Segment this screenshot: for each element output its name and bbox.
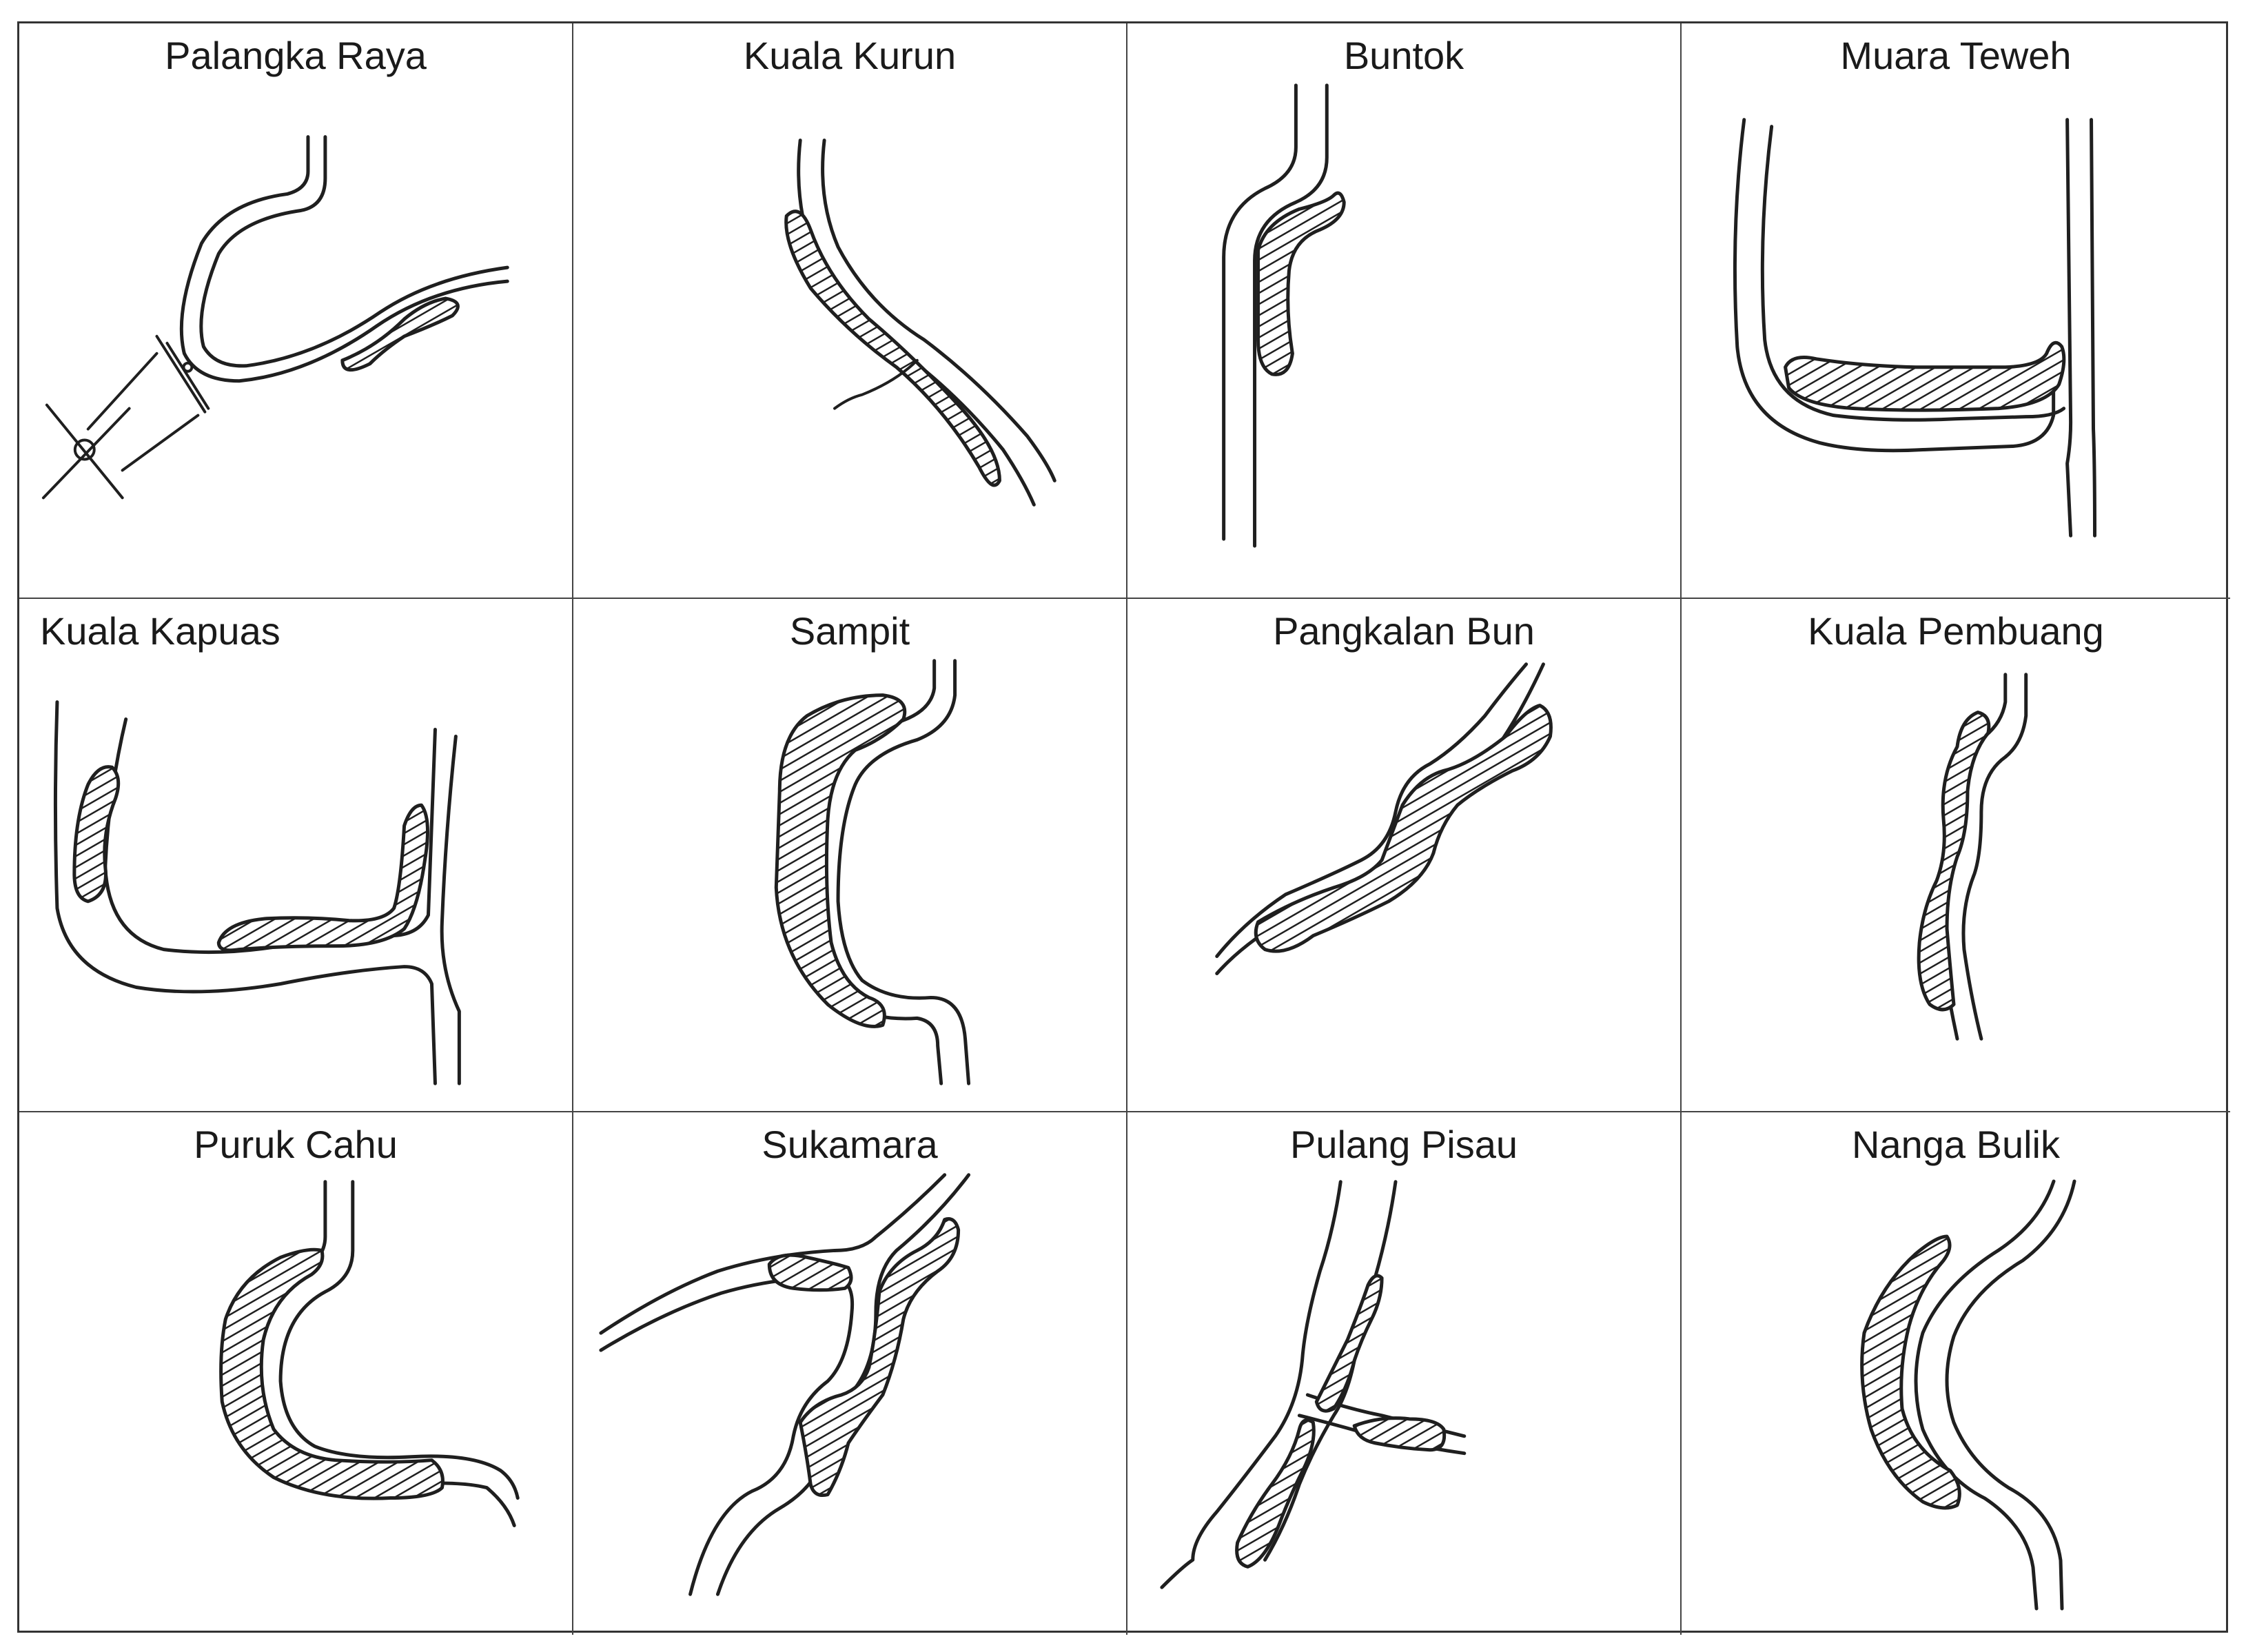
panel-kuala-kapuas: Kuala Kapuas (19, 599, 573, 1112)
panel-label: Palangka Raya (165, 34, 427, 77)
panel-label: Pulang Pisau (1289, 1123, 1518, 1166)
panel-puruk-cahu: Puruk Cahu (19, 1112, 573, 1635)
sampit-sketch (774, 659, 971, 1085)
panel-palangka-raya: Palangka Raya (19, 23, 573, 599)
puruk-cahu-sketch (219, 1180, 520, 1527)
river-settlement-diagram-grid: Palangka Raya Kuala Kurun Buntok (17, 21, 2230, 1635)
pangkalan-bun-sketch (1215, 662, 1553, 976)
panel-nanga-bulik: Nanga Bulik (1682, 1112, 2230, 1635)
panel-label: Kuala Kurun (743, 34, 957, 77)
panel-label: Pangkalan Bun (1273, 609, 1535, 653)
panel-label: Muara Teweh (1840, 34, 2072, 77)
panel-kuala-pembuang: Kuala Pembuang (1682, 599, 2230, 1112)
kuala-kapuas-sketch (53, 700, 461, 1085)
buntok-sketch (1222, 83, 1346, 548)
panel-sampit: Sampit (573, 599, 1127, 1112)
palangka-raya-sketch (41, 135, 509, 500)
pulang-pisau-sketch (1160, 1180, 1467, 1589)
panel-sukamara: Sukamara (573, 1112, 1127, 1635)
panel-label: Nanga Bulik (1852, 1123, 2060, 1166)
panel-label: Buntok (1343, 34, 1464, 77)
panel-label: Sampit (789, 609, 910, 653)
muara-teweh-sketch (1733, 118, 2097, 538)
panel-muara-teweh: Muara Teweh (1682, 23, 2230, 599)
panel-kuala-kurun: Kuala Kurun (573, 23, 1127, 599)
panel-label: Kuala Pembuang (1808, 609, 2104, 653)
panel-pangkalan-bun: Pangkalan Bun (1127, 599, 1682, 1112)
kuala-pembuang-sketch (1917, 673, 2028, 1041)
nanga-bulik-sketch (1860, 1179, 2076, 1611)
sukamara-sketch (599, 1173, 971, 1596)
panel-label: Sukamara (762, 1123, 938, 1166)
panel-pulang-pisau: Pulang Pisau (1127, 1112, 1682, 1635)
panel-label: Puruk Cahu (194, 1123, 398, 1166)
panel-buntok: Buntok (1127, 23, 1682, 599)
panel-label: Kuala Kapuas (40, 609, 280, 653)
kuala-kurun-sketch (784, 139, 1056, 507)
